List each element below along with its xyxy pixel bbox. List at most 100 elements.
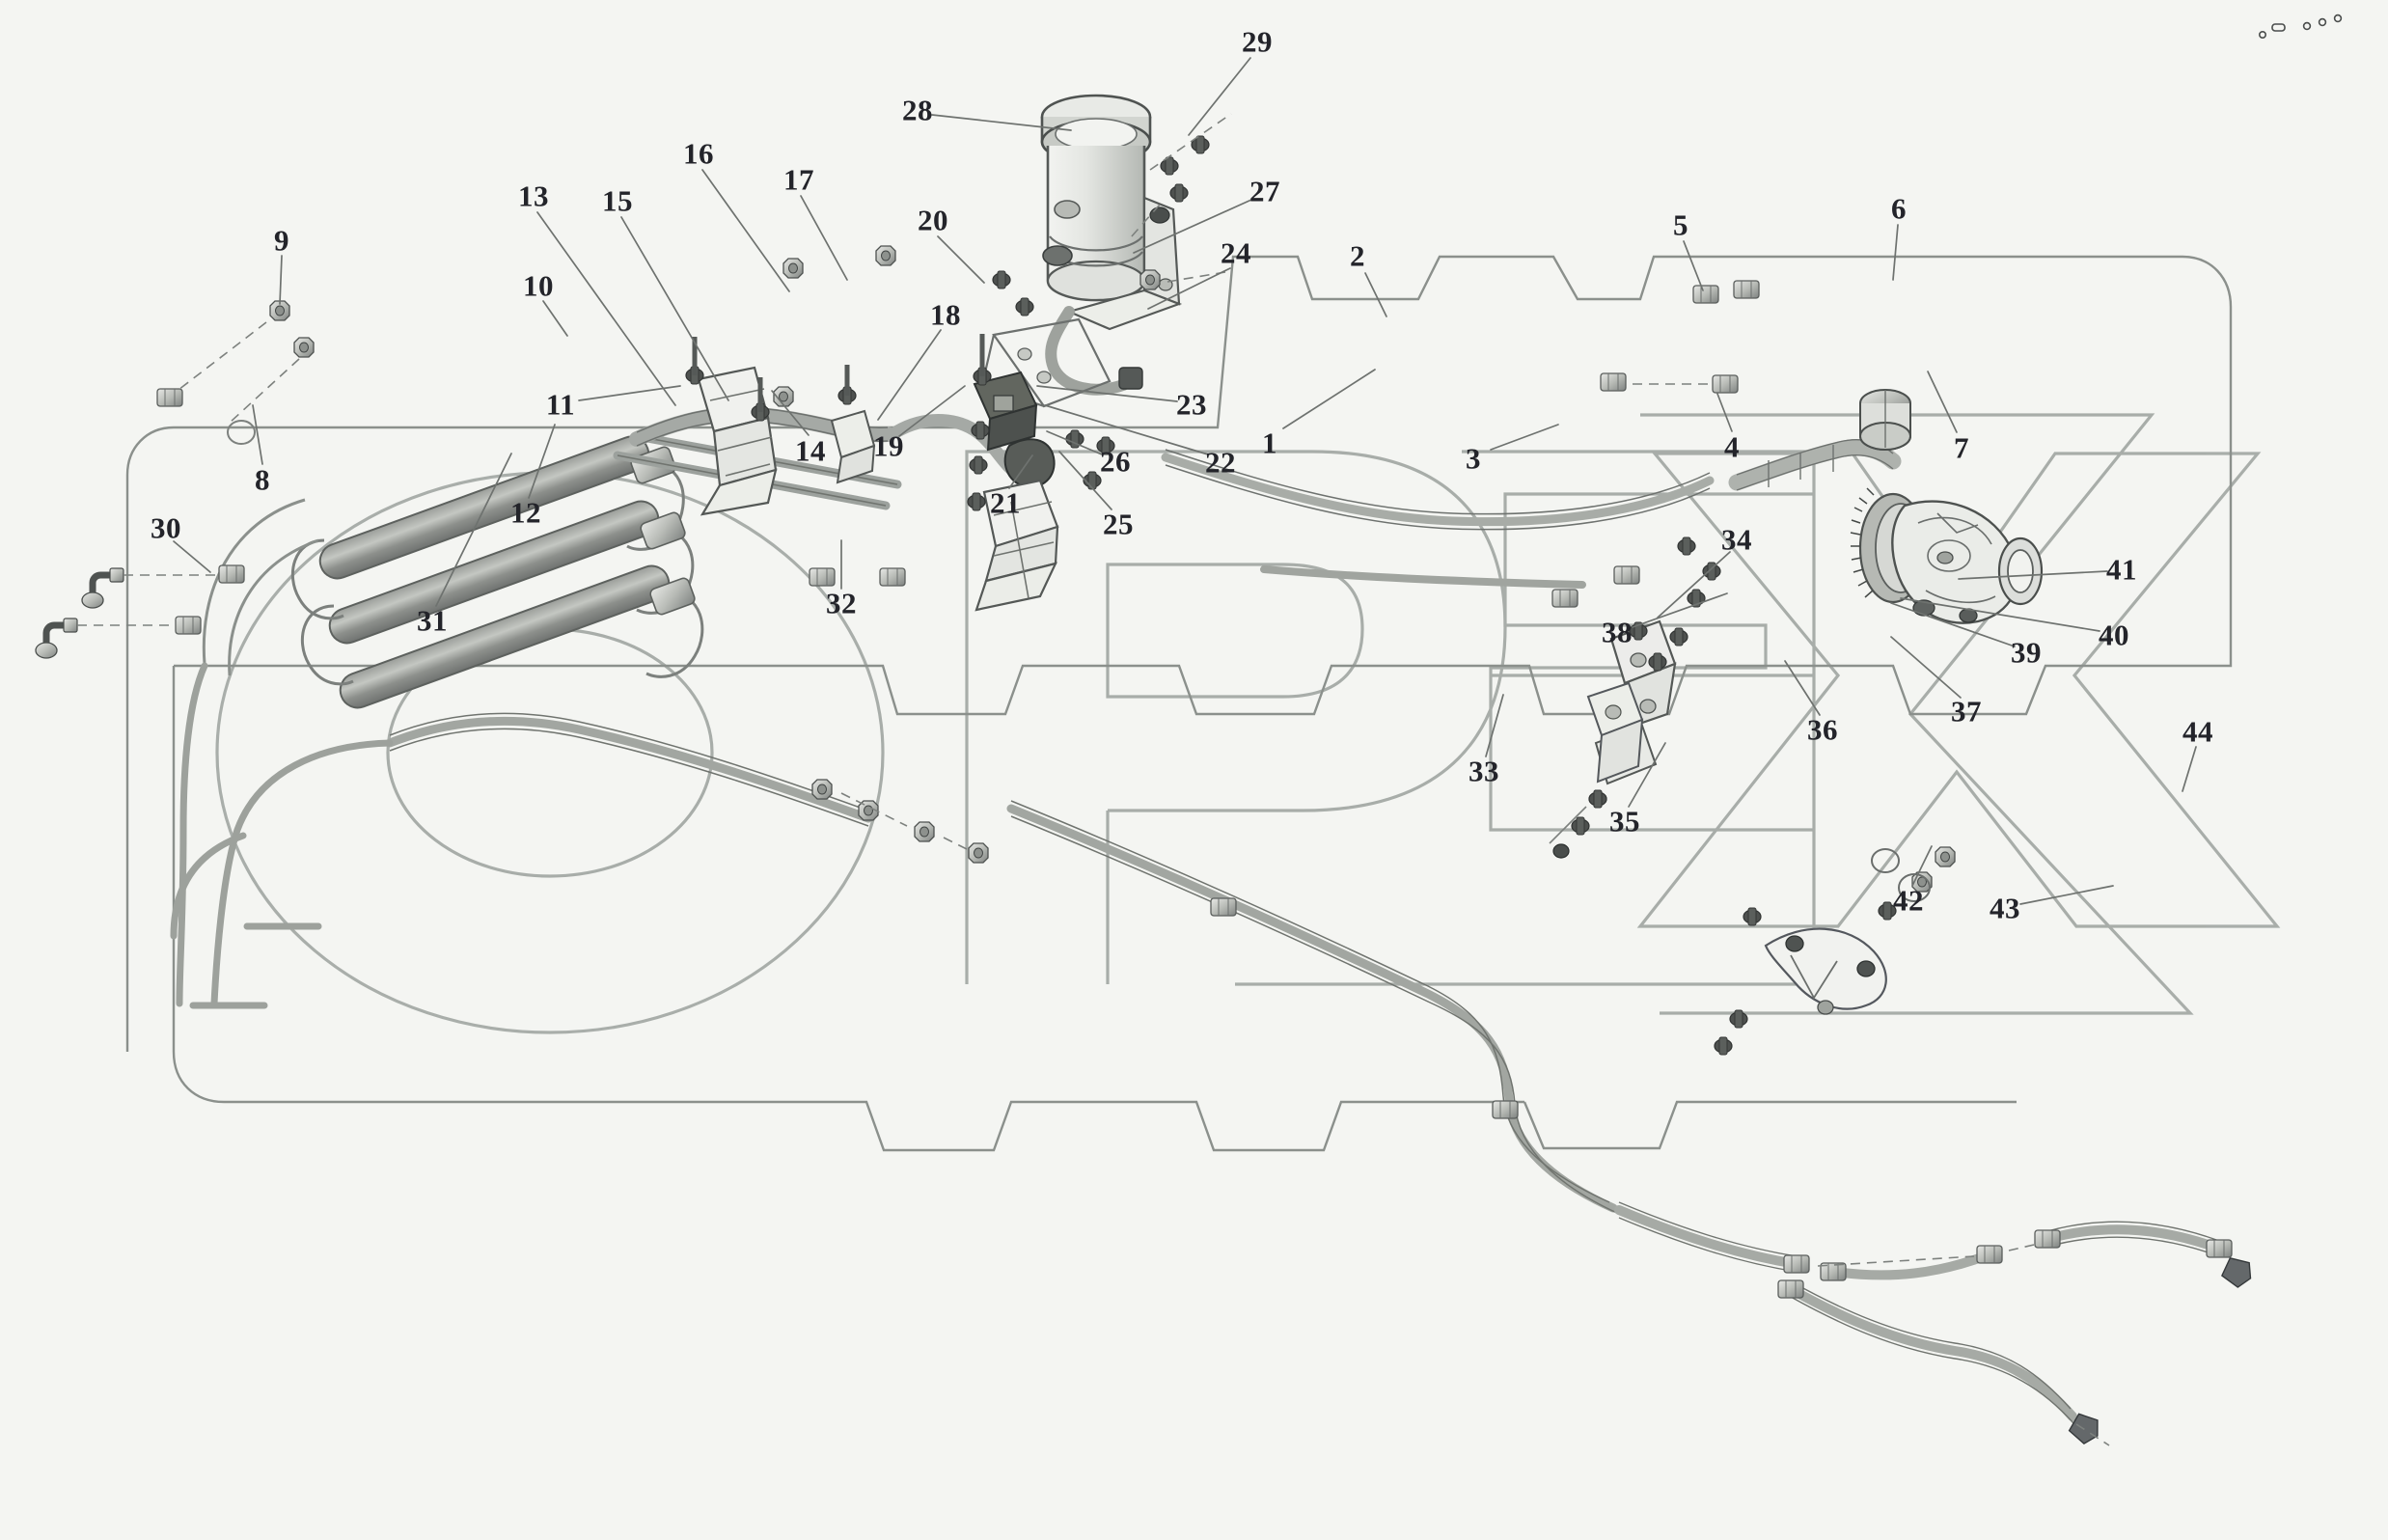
leader-line-15 <box>620 216 729 401</box>
leader-line-26 <box>1046 430 1103 455</box>
leader-line-42 <box>1911 845 1933 887</box>
leader-line-3 <box>1490 424 1559 451</box>
callout-number-19[interactable]: 19 <box>873 428 904 463</box>
callout-number-40[interactable]: 40 <box>2099 618 2129 652</box>
callout-number-10[interactable]: 10 <box>523 268 554 303</box>
leader-line-39 <box>1890 602 2016 647</box>
leader-line-11 <box>578 385 681 401</box>
leader-line-1 <box>1282 369 1376 429</box>
callout-number-36[interactable]: 36 <box>1807 712 1838 747</box>
callout-number-7[interactable]: 7 <box>1954 430 1969 465</box>
callout-number-35[interactable]: 35 <box>1609 804 1640 839</box>
leader-line-19 <box>898 385 966 437</box>
connector-block-18 <box>830 365 876 484</box>
leader-line-7 <box>1927 371 1958 433</box>
callout-number-22[interactable]: 22 <box>1205 445 1236 480</box>
callout-number-5[interactable]: 5 <box>1673 207 1688 242</box>
leader-line-12 <box>528 424 556 499</box>
valve-block-right <box>967 334 1059 612</box>
callout-number-26[interactable]: 26 <box>1100 444 1131 479</box>
callout-number-21[interactable]: 21 <box>990 485 1021 520</box>
oil-cooler-assembly <box>202 435 704 709</box>
leader-line-28 <box>931 114 1072 131</box>
corner-marks-icon <box>2259 14 2343 39</box>
leader-line-13 <box>536 211 676 406</box>
leader-line-16 <box>701 169 790 292</box>
leader-line-33 <box>1485 694 1504 757</box>
callout-number-4[interactable]: 4 <box>1724 429 1740 464</box>
callout-number-14[interactable]: 14 <box>795 433 826 468</box>
callout-number-9[interactable]: 9 <box>274 223 289 258</box>
callout-number-28[interactable]: 28 <box>902 93 933 127</box>
valve-block-left <box>685 337 794 516</box>
leader-line-29 <box>1188 57 1251 136</box>
leader-line-6 <box>1892 224 1899 281</box>
clamp-bolts-29 <box>1130 113 1232 238</box>
leader-line-44 <box>2182 746 2197 792</box>
callout-number-2[interactable]: 2 <box>1350 238 1365 273</box>
callout-number-17[interactable]: 17 <box>783 162 814 197</box>
leader-line-34 <box>1657 551 1731 619</box>
leader-line-5 <box>1683 240 1704 291</box>
callout-number-31[interactable]: 31 <box>417 603 448 638</box>
callout-number-30[interactable]: 30 <box>151 510 181 545</box>
callout-number-43[interactable]: 43 <box>1990 891 2020 925</box>
callout-number-24[interactable]: 24 <box>1221 235 1251 270</box>
callout-number-38[interactable]: 38 <box>1602 615 1633 649</box>
leader-line-31 <box>435 453 512 607</box>
leader-line-24 <box>1147 267 1231 310</box>
callout-number-41[interactable]: 41 <box>2106 552 2137 587</box>
callout-number-18[interactable]: 18 <box>930 297 961 332</box>
leader-line-10 <box>542 300 568 337</box>
callout-number-12[interactable]: 12 <box>510 495 541 530</box>
callout-number-29[interactable]: 29 <box>1242 24 1273 59</box>
callout-number-25[interactable]: 25 <box>1103 507 1134 541</box>
leader-line-17 <box>800 195 848 281</box>
callout-number-39[interactable]: 39 <box>2011 635 2042 670</box>
leader-lines <box>173 57 2197 905</box>
leader-line-21 <box>1008 454 1033 489</box>
leader-line-2 <box>1364 272 1387 317</box>
leader-line-37 <box>1890 636 1962 699</box>
callout-number-23[interactable]: 23 <box>1176 387 1207 422</box>
leader-line-25 <box>1058 451 1112 510</box>
leader-line-41 <box>1958 570 2108 580</box>
callout-number-27[interactable]: 27 <box>1249 174 1280 208</box>
callout-number-37[interactable]: 37 <box>1951 694 1982 729</box>
leader-line-20 <box>937 235 985 284</box>
callout-number-15[interactable]: 15 <box>602 183 633 218</box>
callout-number-3[interactable]: 3 <box>1466 441 1481 476</box>
callout-number-1[interactable]: 1 <box>1262 426 1277 460</box>
callout-number-16[interactable]: 16 <box>683 136 714 171</box>
callout-number-11[interactable]: 11 <box>545 387 576 422</box>
callout-number-13[interactable]: 13 <box>518 179 549 213</box>
callout-number-42[interactable]: 42 <box>1893 883 1924 918</box>
leader-line-18 <box>877 329 942 421</box>
leader-line-23 <box>1036 385 1178 402</box>
leader-line-40 <box>1900 597 2100 632</box>
callout-number-32[interactable]: 32 <box>826 586 857 620</box>
callout-number-33[interactable]: 33 <box>1468 754 1499 788</box>
leader-line-9 <box>279 255 283 305</box>
leader-line-27 <box>1133 199 1252 254</box>
callout-number-6[interactable]: 6 <box>1891 191 1907 226</box>
leader-line-22 <box>1044 404 1209 455</box>
leader-line-38 <box>1632 592 1728 628</box>
pipe-network <box>170 406 2224 1425</box>
leader-line-14 <box>771 390 810 436</box>
leader-line-8 <box>252 404 263 465</box>
callout-number-34[interactable]: 34 <box>1721 522 1752 557</box>
callout-number-20[interactable]: 20 <box>918 203 948 237</box>
control-lever-assembly <box>1714 846 1956 1056</box>
loose-fittings <box>36 245 2252 1446</box>
reservoir-tank <box>980 94 1183 408</box>
leader-line-36 <box>1784 660 1821 716</box>
hydraulic-pump-assembly <box>1850 389 2044 624</box>
callout-number-8[interactable]: 8 <box>255 462 270 497</box>
chassis-reference-outline <box>125 255 2233 1152</box>
leader-line-35 <box>1628 742 1666 808</box>
callout-number-44[interactable]: 44 <box>2182 714 2213 749</box>
leader-line-4 <box>1716 393 1733 432</box>
